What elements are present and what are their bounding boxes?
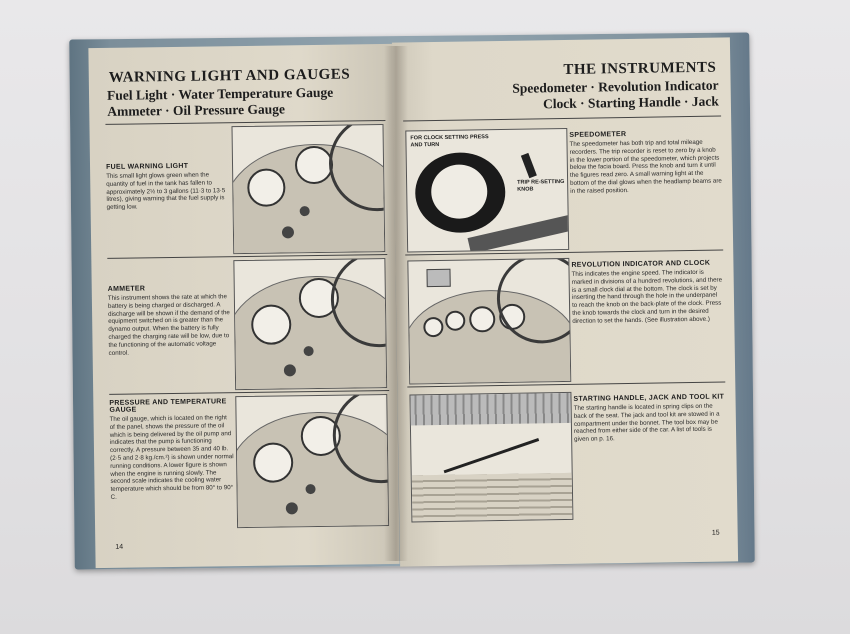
pressure-temperature-body: The oil gauge, which is located on the r… <box>109 414 234 501</box>
trip-reset-callout: TRIP RE-SETTING KNOB <box>517 178 565 193</box>
right-page-title: THE INSTRUMENTS <box>563 59 717 78</box>
ammeter-illustration <box>233 258 388 391</box>
right-divider <box>403 115 722 122</box>
speedometer-heading: SPEEDOMETER <box>569 131 627 139</box>
warning-light-icon <box>303 346 314 357</box>
right-subtitle-line2: Clock · Starting Handle · Jack <box>542 93 719 112</box>
revolution-indicator-section: REVOLUTION INDICATOR AND CLOCK This indi… <box>571 260 724 326</box>
warning-light-icon <box>305 484 316 495</box>
fuel-warning-heading: FUEL WARNING LIGHT <box>106 162 189 171</box>
speedometer-illustration: FOR CLOCK SETTING PRESS AND TURN TRIP RE… <box>405 127 570 253</box>
switch-knob-icon <box>281 226 295 239</box>
switch-knob-icon <box>283 364 296 377</box>
dashboard-illustration <box>407 257 572 385</box>
bonnet-grille <box>409 392 574 426</box>
speedometer-section: SPEEDOMETER The speedometer has both tri… <box>569 130 722 196</box>
starting-handle-section: STARTING HANDLE, JACK AND TOOL KIT The s… <box>573 393 726 444</box>
left-page: WARNING LIGHT AND GAUGES Fuel Light · Wa… <box>88 43 400 569</box>
left-page-title: WARNING LIGHT AND GAUGES <box>108 66 351 86</box>
warning-light-icon <box>299 206 310 217</box>
fuel-warning-illustration <box>231 124 386 255</box>
ammeter-section: AMMETER This instrument shows the rate a… <box>108 284 231 357</box>
fuel-warning-body: This small light glows green when the qu… <box>106 171 226 212</box>
tool-kit-illustration <box>409 391 574 523</box>
speedometer-body: The speedometer has both trip and total … <box>569 138 722 195</box>
starting-handle-heading: STARTING HANDLE, JACK AND TOOL KIT <box>573 393 725 403</box>
right-page-number: 15 <box>711 529 720 537</box>
rear-mirror-icon <box>426 268 451 288</box>
starting-handle-icon <box>443 438 540 474</box>
trip-knob-icon <box>520 152 537 179</box>
left-subtitle-line2: Ammeter · Oil Pressure Gauge <box>107 101 286 119</box>
revolution-indicator-heading: REVOLUTION INDICATOR AND CLOCK <box>571 259 711 269</box>
pressure-temperature-heading: PRESSURE AND TEMPERATURE GAUGE <box>109 398 227 414</box>
clock-setting-callout: FOR CLOCK SETTING PRESS AND TURN <box>410 134 489 148</box>
seat-cushion <box>411 472 573 522</box>
left-page-subtitle: Fuel Light · Water Temperature Gauge Amm… <box>107 84 387 120</box>
ammeter-heading: AMMETER <box>107 285 146 293</box>
pressure-temperature-illustration <box>235 394 390 529</box>
book-gutter <box>384 46 408 561</box>
fuel-warning-section: FUEL WARNING LIGHT This small light glow… <box>106 162 229 212</box>
pressure-temperature-section: PRESSURE AND TEMPERATURE GAUGE The oil g… <box>109 398 234 501</box>
right-page: THE INSTRUMENTS Speedometer · Revolution… <box>391 37 739 567</box>
ammeter-body: This instrument shows the rate at which … <box>107 293 230 357</box>
starting-handle-body: The starting handle is located in spring… <box>573 402 720 444</box>
right-page-subtitle: Speedometer · Revolution Indicator Clock… <box>427 78 719 115</box>
revolution-indicator-body: This indicates the engine speed. The ind… <box>571 268 723 325</box>
left-page-number: 14 <box>115 543 124 551</box>
